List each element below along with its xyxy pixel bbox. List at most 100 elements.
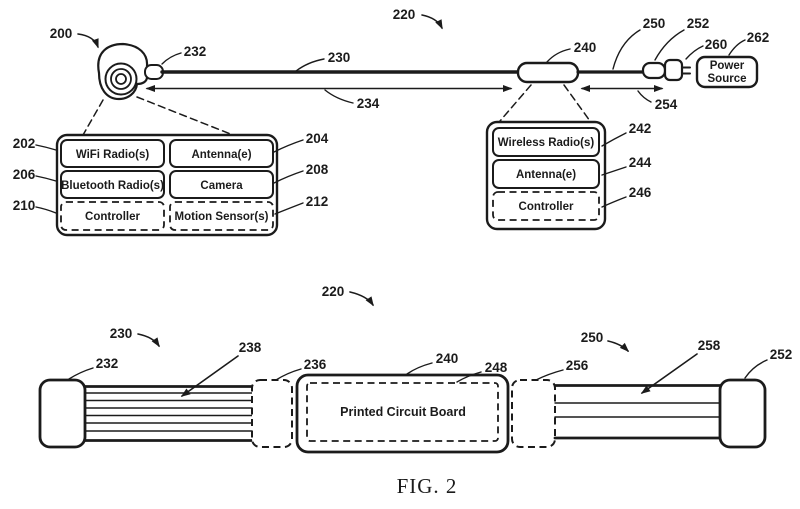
- leader-220-top-arrow: [421, 14, 443, 30]
- leader-242: [601, 132, 627, 147]
- power-source-line2: Source: [708, 73, 747, 85]
- ref-200: 200: [50, 26, 73, 41]
- leader-230-bottom-arrow: [137, 333, 160, 348]
- pcb-label: Printed Circuit Board: [340, 405, 466, 419]
- leader-250-top: [612, 29, 641, 70]
- module-controller-label: Controller: [519, 201, 574, 213]
- module-antennae-label: Antenna(e): [516, 169, 576, 181]
- leader-262: [728, 39, 746, 56]
- module-callout-dash-left: [499, 84, 532, 122]
- ref-208: 208: [306, 162, 329, 177]
- leader-240-bottom: [406, 362, 433, 375]
- ref-242: 242: [629, 121, 652, 136]
- wireless-radios-cell: [492, 127, 600, 157]
- camera-callout-dash-right: [136, 96, 234, 136]
- leader-210: [35, 206, 57, 214]
- ref-220-bottom: 220: [322, 284, 345, 299]
- controller-cell: [60, 201, 165, 231]
- bluetooth-radios-label: Bluetooth Radio(s): [61, 180, 164, 192]
- wifi-radios-cell: [60, 139, 165, 168]
- controller-label: Controller: [85, 211, 140, 223]
- motion-sensors-label: Motion Sensor(s): [175, 211, 269, 223]
- leader-208: [273, 170, 304, 184]
- leader-258-arrow: [640, 353, 698, 394]
- leader-212: [274, 202, 304, 215]
- security-camera-icon: [97, 42, 149, 101]
- module-components-box: Wireless Radio(s) Antenna(e) Controller: [485, 120, 607, 231]
- ref-238: 238: [239, 340, 262, 355]
- ref-206: 206: [13, 167, 36, 182]
- leader-254: [637, 90, 652, 103]
- ref-230-top: 230: [328, 50, 351, 65]
- bottom-diagram: Printed Circuit Board 220 230 238 232 23…: [38, 284, 793, 454]
- leader-256: [535, 369, 564, 381]
- cable-connector-left-shape: [38, 378, 87, 449]
- motion-sensors-cell: [169, 201, 274, 231]
- power-source-line1: Power: [710, 60, 745, 72]
- ref-252-top: 252: [687, 16, 710, 31]
- leader-200-arrow: [77, 33, 99, 49]
- leader-206: [35, 175, 57, 182]
- ref-250-bottom: 250: [581, 330, 604, 345]
- camera-callout-dash-left: [82, 99, 104, 136]
- plug-body: [663, 58, 684, 82]
- ref-246: 246: [629, 185, 652, 200]
- ref-202: 202: [13, 136, 36, 151]
- strain-relief-right-shape: [511, 379, 556, 448]
- leader-252-bottom: [744, 359, 768, 379]
- wireless-radios-label: Wireless Radio(s): [498, 137, 595, 149]
- ref-254: 254: [655, 97, 678, 112]
- plug-icon: [663, 58, 691, 82]
- leader-252-top: [654, 29, 685, 61]
- leader-260: [685, 45, 704, 60]
- wire-bundle-power: [553, 384, 723, 440]
- pcb-outline: [306, 382, 499, 442]
- ref-256: 256: [566, 358, 589, 373]
- camera-cell-label: Camera: [200, 180, 243, 192]
- power-source-box: [695, 55, 759, 89]
- leader-238-arrow: [180, 355, 239, 397]
- power-connector-shape: [641, 61, 667, 80]
- antennae-label: Antenna(e): [191, 149, 251, 161]
- leader-202: [35, 144, 57, 151]
- inline-module-shape: [516, 61, 580, 84]
- cable-connector-right-shape: [718, 378, 767, 449]
- ref-234: 234: [357, 96, 380, 111]
- camera-cell: [169, 170, 274, 199]
- ref-204: 204: [306, 131, 329, 146]
- module-antennae-cell: [492, 159, 600, 189]
- leader-248: [456, 371, 482, 383]
- ref-244: 244: [629, 155, 652, 170]
- leader-250-bottom-arrow: [607, 340, 630, 353]
- wifi-radios-label: WiFi Radio(s): [76, 149, 150, 161]
- ref-258: 258: [698, 338, 721, 353]
- ref-262: 262: [747, 30, 770, 45]
- camera-components-box: WiFi Radio(s) Antenna(e) Bluetooth Radio…: [55, 133, 279, 237]
- leader-236: [275, 368, 302, 381]
- antennae-cell: [169, 139, 274, 168]
- figure-caption: FIG. 2: [397, 474, 458, 498]
- top-diagram: Power Source WiFi Radio(s) Antenna(e) Bl…: [13, 7, 770, 237]
- ref-210: 210: [13, 198, 36, 213]
- ref-252-bottom: 252: [770, 347, 793, 362]
- ref-240-top: 240: [574, 40, 597, 55]
- leader-240-top: [546, 48, 571, 63]
- bluetooth-radios-cell: [60, 170, 165, 199]
- ref-248: 248: [485, 360, 508, 375]
- leader-244: [601, 166, 627, 176]
- ref-212: 212: [306, 194, 329, 209]
- ref-232-top: 232: [184, 44, 207, 59]
- ref-230-bottom: 230: [110, 326, 133, 341]
- leader-220-bottom-arrow: [349, 291, 374, 307]
- leader-232-bottom: [68, 367, 94, 380]
- ref-250-top: 250: [643, 16, 666, 31]
- wire-bundle-main: [83, 385, 255, 442]
- ref-220-top: 220: [393, 7, 416, 22]
- ref-260: 260: [705, 37, 728, 52]
- strain-relief-left-shape: [251, 379, 293, 448]
- ref-240-bottom: 240: [436, 351, 459, 366]
- ref-232-bottom: 232: [96, 356, 119, 371]
- camera-lens-inner: [115, 73, 127, 85]
